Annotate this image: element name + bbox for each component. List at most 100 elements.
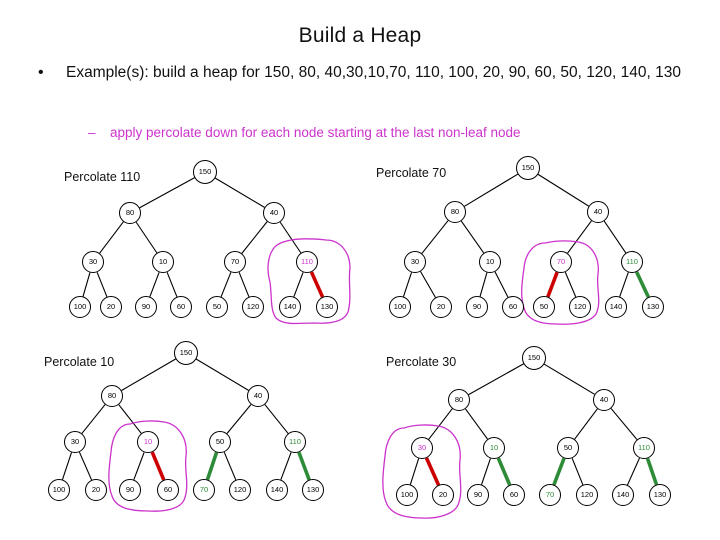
lasso-path	[267, 238, 351, 325]
tree-edge	[460, 220, 485, 254]
bullet-level-1: • Example(s): build a heap for 150, 80, …	[30, 62, 700, 83]
tree-edge	[293, 272, 304, 297]
tree-edge	[99, 221, 124, 254]
tree-edge-highlight	[150, 451, 166, 481]
tree-edge	[571, 457, 584, 486]
tree-node-30: 30	[404, 251, 426, 273]
tree-edge	[409, 458, 420, 485]
tree-edge	[279, 221, 302, 254]
tree-node-100: 100	[69, 296, 91, 318]
tree-node-90: 90	[467, 484, 489, 506]
tree-edge	[135, 221, 158, 254]
tree-edge	[78, 451, 93, 481]
tree-node-10: 10	[483, 437, 505, 459]
tree-node-130: 130	[642, 296, 664, 318]
tree-edge	[574, 408, 598, 440]
tree-node-90: 90	[135, 296, 157, 318]
tree-label: Percolate 70	[376, 166, 447, 180]
tree-node-70: 70	[224, 251, 246, 273]
tree-node-10: 10	[137, 431, 159, 453]
tree-edge	[214, 177, 265, 208]
bullet-level-2: – apply percolate down for each node sta…	[88, 124, 708, 142]
tree-edge-highlight	[496, 457, 512, 486]
tree-node-70: 70	[539, 484, 561, 506]
tree-node-90: 90	[466, 296, 488, 318]
tree-node-30: 30	[64, 431, 86, 453]
tree-edge	[82, 272, 91, 297]
tree-node-100: 100	[389, 296, 411, 318]
tree-node-150: 150	[193, 160, 217, 184]
tree-edge	[96, 272, 108, 297]
tree-node-130: 130	[316, 296, 338, 318]
tree-edge	[238, 272, 250, 297]
tree-node-150: 150	[522, 346, 546, 370]
tree-edge-highlight	[635, 271, 650, 298]
tree-node-140: 140	[612, 484, 634, 506]
bullet-marker-icon: •	[38, 64, 44, 81]
tree-node-60: 60	[503, 484, 525, 506]
tree-node-70: 70	[193, 479, 215, 501]
tree-edge	[149, 272, 160, 297]
tree-node-130: 130	[302, 479, 324, 501]
tree-edge	[241, 221, 268, 254]
tree-edge	[543, 363, 595, 395]
tree-node-10: 10	[152, 251, 174, 273]
dash-marker-icon: –	[88, 125, 96, 140]
bullet-level-1-text: Example(s): build a heap for 150, 80, 40…	[66, 64, 681, 81]
tree-node-110: 110	[621, 251, 643, 273]
tree-node-140: 140	[605, 296, 627, 318]
tree-edge	[494, 271, 509, 298]
tree-edge	[421, 220, 449, 254]
tree-edge	[619, 272, 629, 297]
tree-node-120: 120	[229, 479, 251, 501]
tree-edge	[121, 358, 177, 391]
tree-node-140: 140	[266, 479, 288, 501]
tree-node-70: 70	[550, 251, 572, 273]
tree-edge	[402, 272, 413, 297]
tree-edge	[280, 452, 292, 480]
tree-node-20: 20	[100, 296, 122, 318]
tree-node-20: 20	[85, 479, 107, 501]
bullet-level-2-text: apply percolate down for each node start…	[110, 125, 521, 140]
tree-edge	[81, 404, 106, 434]
tree-node-140: 140	[279, 296, 301, 318]
tree-node-50: 50	[206, 296, 228, 318]
tree-edge	[195, 358, 249, 391]
tree-node-120: 120	[569, 296, 591, 318]
tree-node-60: 60	[157, 479, 179, 501]
tree-node-40: 40	[593, 389, 615, 411]
tree-node-150: 150	[174, 341, 198, 365]
tree-edge	[564, 271, 577, 298]
tree-edge-highlight	[297, 451, 311, 481]
tree-node-40: 40	[247, 385, 269, 407]
tree-node-110: 110	[296, 251, 318, 273]
tree-node-50: 50	[533, 296, 555, 318]
tree-edge	[133, 452, 145, 480]
tree-edge	[603, 220, 627, 254]
lasso-path	[108, 420, 188, 512]
tree-edge	[264, 404, 289, 434]
tree-node-130: 130	[649, 484, 671, 506]
tree-label: Percolate 10	[44, 355, 115, 369]
tree-edge-highlight	[424, 457, 441, 486]
tree-node-50: 50	[557, 437, 579, 459]
tree-node-110: 110	[284, 431, 306, 453]
tree-edge-highlight	[645, 457, 659, 486]
tree-edge	[226, 404, 252, 434]
tree-edge	[465, 408, 488, 440]
tree-node-60: 60	[502, 296, 524, 318]
tree-node-40: 40	[587, 201, 609, 223]
tree-edge-highlight	[205, 451, 219, 481]
tree-label: Percolate 30	[386, 355, 457, 369]
